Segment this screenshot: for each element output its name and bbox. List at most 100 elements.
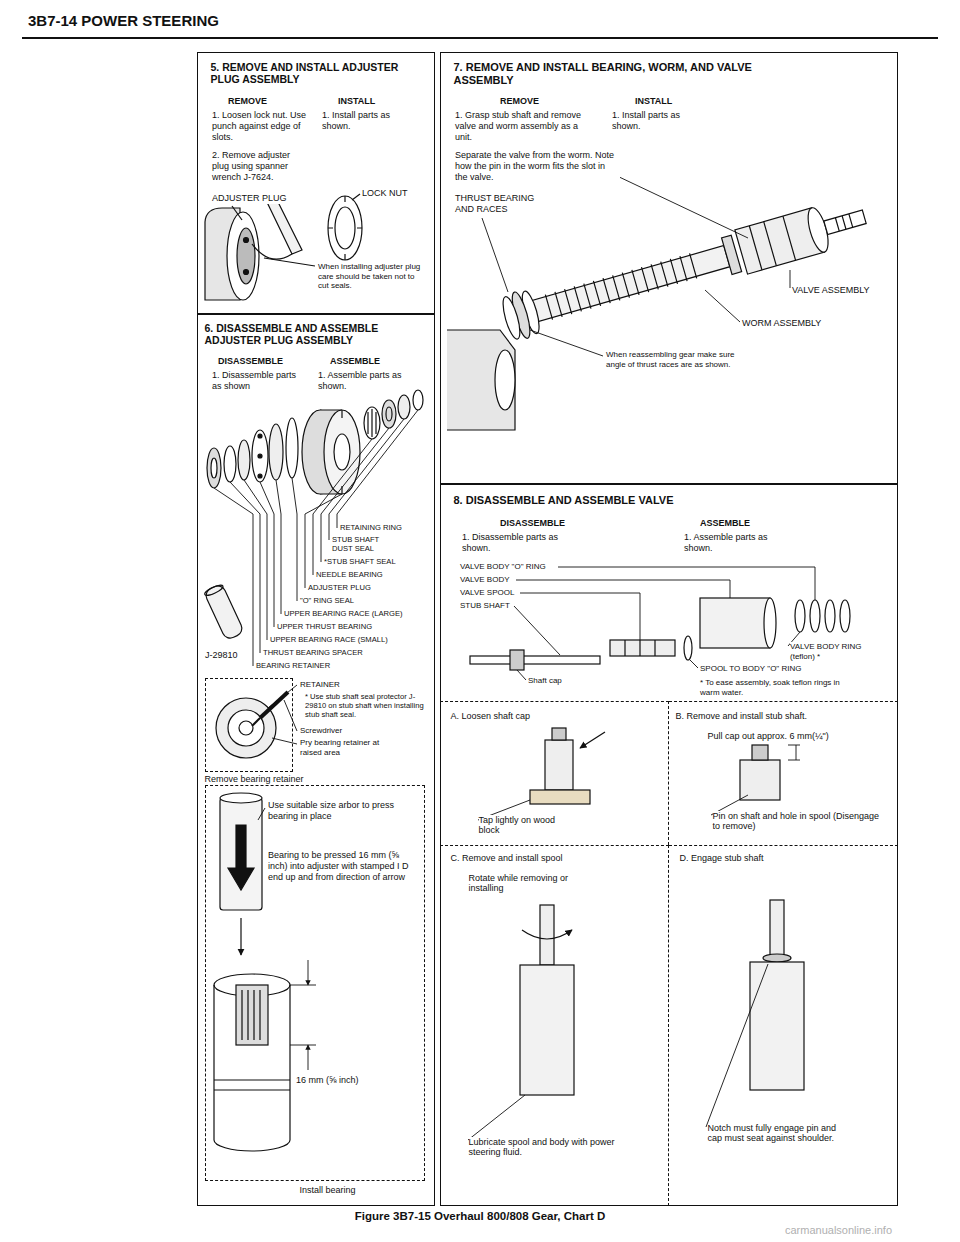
substep-heading: A. Loosen shaft cap xyxy=(451,711,531,722)
instruction-text: 1. Grasp stub shaft and remove valve and… xyxy=(455,110,595,142)
bearing-installation-part xyxy=(240,918,241,955)
valve-parts-part xyxy=(514,567,815,680)
valve-parts-part xyxy=(700,598,770,648)
retainer-removal xyxy=(216,685,297,758)
substep-sketches-part xyxy=(788,745,800,760)
part-label: BEARING RETAINER xyxy=(256,661,330,670)
valve-parts-part-part xyxy=(517,670,526,680)
substep-heading: C. Remove and install spool xyxy=(451,853,563,864)
valve-parts-part-part xyxy=(690,660,698,668)
worm-valve-assembly xyxy=(447,166,871,430)
column-heading: DISASSEMBLE xyxy=(500,518,565,529)
substep-sketches-part xyxy=(763,954,791,962)
caution-note: When installing adjuster plug care shoul… xyxy=(318,262,426,291)
substep-sketches-part xyxy=(740,760,780,800)
column-heading: ASSEMBLE xyxy=(700,518,750,529)
instruction-text: 1. Install parts as shown. xyxy=(322,110,412,132)
adjuster-plug-parts-part xyxy=(258,454,262,458)
worm-valve-assembly-part-part xyxy=(835,214,852,231)
part-label: ADJUSTER PLUG xyxy=(308,583,371,592)
instruction-text: Separate the valve from the worm. Note h… xyxy=(455,150,620,182)
bearing-installation-part xyxy=(308,1045,309,1070)
inset-box: Install bearing xyxy=(205,785,425,1181)
step-note: Notch must fully engage pin and cap must… xyxy=(708,1123,848,1145)
valve-parts-part-part xyxy=(514,606,560,655)
part-label: STUB SHAFT xyxy=(460,601,510,611)
valve-parts-part-part xyxy=(558,567,815,600)
tool-number: J-29810 xyxy=(205,650,238,661)
caution-note: When reassembling gear make sure angle o… xyxy=(606,350,746,369)
part-label: WORM ASSEMBLY xyxy=(742,318,821,329)
valve-parts-part xyxy=(810,600,820,632)
adjuster-plug-parts-part xyxy=(224,446,236,482)
substep-sketches-part xyxy=(580,732,605,748)
worm-valve-assembly-part xyxy=(499,194,871,343)
column-heading: REMOVE xyxy=(500,96,539,107)
part-label: VALVE SPOOL xyxy=(460,588,514,598)
bearing-installation xyxy=(214,793,316,1151)
instruction-text: 1. Loosen lock nut. Use punch against ed… xyxy=(212,110,312,142)
valve-parts xyxy=(470,567,850,680)
part-label: THRUST BEARING AND RACES xyxy=(455,193,550,215)
part-label: RETAINING RING xyxy=(340,523,402,532)
leader-lines-part xyxy=(313,439,372,575)
watermark: carmanualsonline.info xyxy=(785,1224,892,1237)
part-label: LOCK NUT xyxy=(362,188,408,199)
substep-sketches-part xyxy=(545,740,573,790)
part-label: VALVE ASSEMBLY xyxy=(792,285,870,296)
valve-parts-part-part xyxy=(516,580,730,598)
adjuster-plug-removal-part xyxy=(232,206,242,220)
substep-sketches-part xyxy=(552,728,566,740)
bearing-installation-part xyxy=(228,825,254,890)
retainer-removal-part xyxy=(268,685,297,708)
instruction-text: 1. Install parts as shown. xyxy=(612,110,702,132)
worm-valve-assembly-part xyxy=(495,350,515,410)
adjuster-plug-parts-part xyxy=(258,434,262,438)
instruction-text: 1. Disassemble parts as shown xyxy=(212,370,307,392)
adjuster-plug-parts-part xyxy=(341,410,342,494)
part-label: UPPER BEARING RACE (SMALL) xyxy=(270,635,388,644)
substep-heading: D. Engage stub shaft xyxy=(680,853,764,864)
retainer-removal-part xyxy=(239,721,253,735)
substep-sketches-part xyxy=(530,790,590,804)
adjuster-plug-parts-part xyxy=(364,407,380,439)
part-label: UPPER THRUST BEARING xyxy=(277,622,372,631)
worm-valve-assembly-part xyxy=(447,330,515,430)
worm-valve-assembly-part xyxy=(790,270,791,288)
adjuster-plug-removal-part xyxy=(227,212,259,300)
step-note: Lubricate spool and body with power stee… xyxy=(469,1137,619,1159)
valve-parts-part-part xyxy=(520,593,640,640)
worm-valve-assembly-part-part xyxy=(545,253,696,319)
substep-sketches-part xyxy=(468,1095,525,1140)
adjuster-plug-removal-part xyxy=(237,228,255,284)
substep-heading: B. Remove and install stub shaft. xyxy=(676,711,808,722)
bearing-installation-part xyxy=(290,985,316,1045)
step-panel: 6. DISASSEMBLE AND ASSEMBLE ADJUSTER PLU… xyxy=(197,314,435,1206)
inset-caption: Install bearing xyxy=(300,1185,356,1196)
part-label: Screwdriver xyxy=(300,726,342,736)
worm-valve-assembly-part-part xyxy=(500,295,524,341)
adjuster-plug-parts-part xyxy=(258,474,262,478)
bearing-installation-part xyxy=(242,990,260,1040)
adjuster-plug-parts-part xyxy=(286,418,298,478)
panel-heading: 8. DISASSEMBLE AND ASSEMBLE VALVE xyxy=(454,494,674,507)
valve-parts-part xyxy=(795,600,805,632)
valve-parts-part xyxy=(764,598,776,648)
substep-sketches-part xyxy=(750,962,804,1090)
part-label: UPPER BEARING RACE (LARGE) xyxy=(284,609,403,618)
adjuster-plug-removal-part xyxy=(252,244,292,259)
part-label: ADJUSTER PLUG xyxy=(212,193,287,204)
adjuster-plug-removal-part xyxy=(244,238,249,243)
leader-lines-part xyxy=(214,488,253,666)
bearing-installation-part xyxy=(214,1140,290,1151)
bearing-installation-part xyxy=(258,808,265,820)
instruction-text: Pry bearing retainer at raised area xyxy=(300,738,395,757)
adjuster-plug-removal-part xyxy=(335,207,355,249)
adjuster-plug-parts-part xyxy=(207,448,221,488)
bearing-installation-part xyxy=(236,985,268,1045)
part-label: "O" RING SEAL xyxy=(300,596,354,605)
column-heading: REMOVE xyxy=(228,96,267,107)
substep-box: C. Remove and install spoolRotate while … xyxy=(440,845,669,1206)
page-header: 3B7-14 POWER STEERING xyxy=(28,12,219,30)
